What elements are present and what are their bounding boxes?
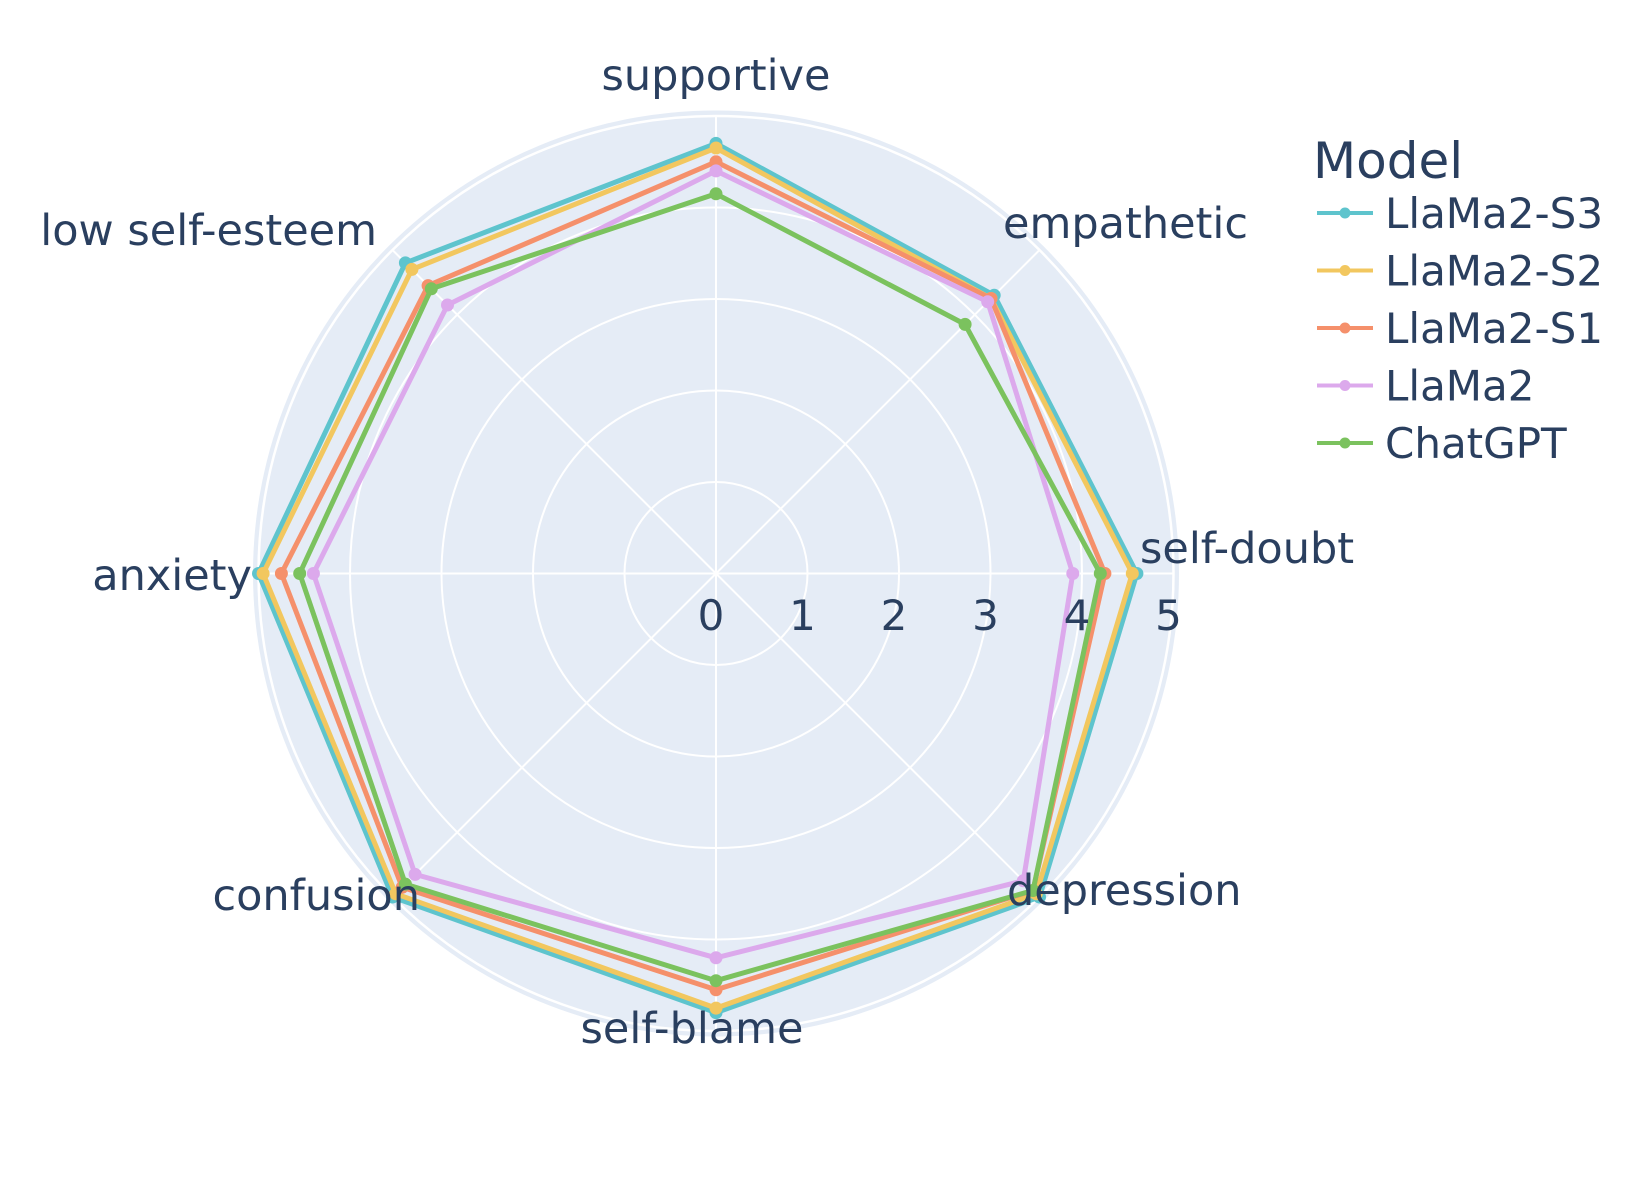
data-point-ChatGPT-depression [1026, 884, 1040, 897]
data-point-LlaMa2-anxiety [306, 567, 320, 580]
data-point-LlaMa2-S2-self-doubt [1125, 567, 1139, 580]
axis-label-empathetic: empathetic [1003, 199, 1248, 249]
legend-item-LlaMa2-S1[interactable]: LlaMa2-S1 [1317, 304, 1603, 353]
axis-label-self-doubt: self-doubt [1140, 524, 1354, 574]
data-point-ChatGPT-confusion [398, 877, 412, 891]
data-point-LlaMa2-S2-supportive [709, 141, 723, 155]
data-point-ChatGPT-self-blame [709, 974, 723, 988]
radial-tick-label-4: 4 [1064, 591, 1091, 640]
radial-tick-label-0: 0 [698, 591, 725, 640]
radial-tick-label-5: 5 [1155, 591, 1182, 640]
radial-tick-label-1: 1 [789, 591, 816, 640]
data-point-LlaMa2-low self-esteem [441, 298, 454, 312]
data-point-LlaMa2-S1-self-blame [709, 983, 723, 997]
axis-label-self-blame: self-blame [580, 1004, 803, 1054]
radial-tick-label-2: 2 [881, 591, 908, 640]
legend-item-label: LlaMa2-S3 [1385, 189, 1603, 238]
data-point-LlaMa2-S2-self-blame [709, 1001, 723, 1015]
legend-title: Model [1313, 132, 1463, 190]
data-point-LlaMa2-self-blame [709, 951, 723, 965]
radial-tick-label-3: 3 [972, 591, 999, 640]
legend-item-label: LlaMa2-S1 [1385, 304, 1603, 353]
legend-item-LlaMa2-S3[interactable]: LlaMa2-S3 [1317, 189, 1603, 238]
legend-swatch-marker [1339, 380, 1351, 391]
data-point-LlaMa2-S2-anxiety [256, 567, 270, 580]
data-point-LlaMa2-S1-supportive [709, 155, 723, 169]
data-point-LlaMa2-S1-anxiety [274, 567, 288, 580]
data-point-LlaMa2-self-doubt [1066, 567, 1080, 580]
legend-item-label: LlaMa2-S2 [1385, 247, 1603, 296]
legend-swatch-marker [1339, 265, 1351, 276]
data-point-LlaMa2-supportive [709, 164, 723, 178]
data-point-LlaMa2-confusion [408, 867, 422, 881]
legend-item-LlaMa2[interactable]: LlaMa2 [1317, 362, 1535, 411]
axis-label-depression: depression [1007, 866, 1242, 916]
axis-label-confusion: confusion [212, 871, 420, 921]
legend-swatch-marker [1339, 322, 1351, 334]
data-point-ChatGPT-self-doubt [1093, 567, 1107, 580]
data-point-LlaMa2-depression [1016, 874, 1030, 888]
legend-swatch-marker [1339, 437, 1351, 449]
legend-item-label: ChatGPT [1385, 419, 1567, 468]
axis-label-low self-esteem: low self-esteem [40, 206, 377, 256]
legend-item-ChatGPT[interactable]: ChatGPT [1317, 419, 1567, 468]
legend-swatch-marker [1339, 207, 1351, 219]
data-point-ChatGPT-anxiety [293, 567, 307, 580]
legend: ModelLlaMa2-S3LlaMa2-S2LlaMa2-S1LlaMa2Ch… [1313, 132, 1603, 468]
data-point-LlaMa2-empathetic [981, 295, 995, 309]
data-point-ChatGPT-empathetic [958, 317, 972, 331]
legend-item-LlaMa2-S2[interactable]: LlaMa2-S2 [1317, 247, 1603, 296]
axis-label-anxiety: anxiety [92, 551, 252, 601]
grid-spoke-confusion [391, 572, 717, 898]
legend-item-label: LlaMa2 [1385, 362, 1535, 411]
axis-label-supportive: supportive [602, 51, 831, 101]
data-point-ChatGPT-low self-esteem [424, 282, 438, 296]
series-LlaMa2 [306, 164, 1080, 965]
grid-spoke-depression [715, 572, 1041, 898]
data-point-ChatGPT-supportive [709, 187, 723, 201]
data-point-LlaMa2-S2-low self-esteem [405, 262, 419, 276]
series-ChatGPT [293, 187, 1107, 988]
